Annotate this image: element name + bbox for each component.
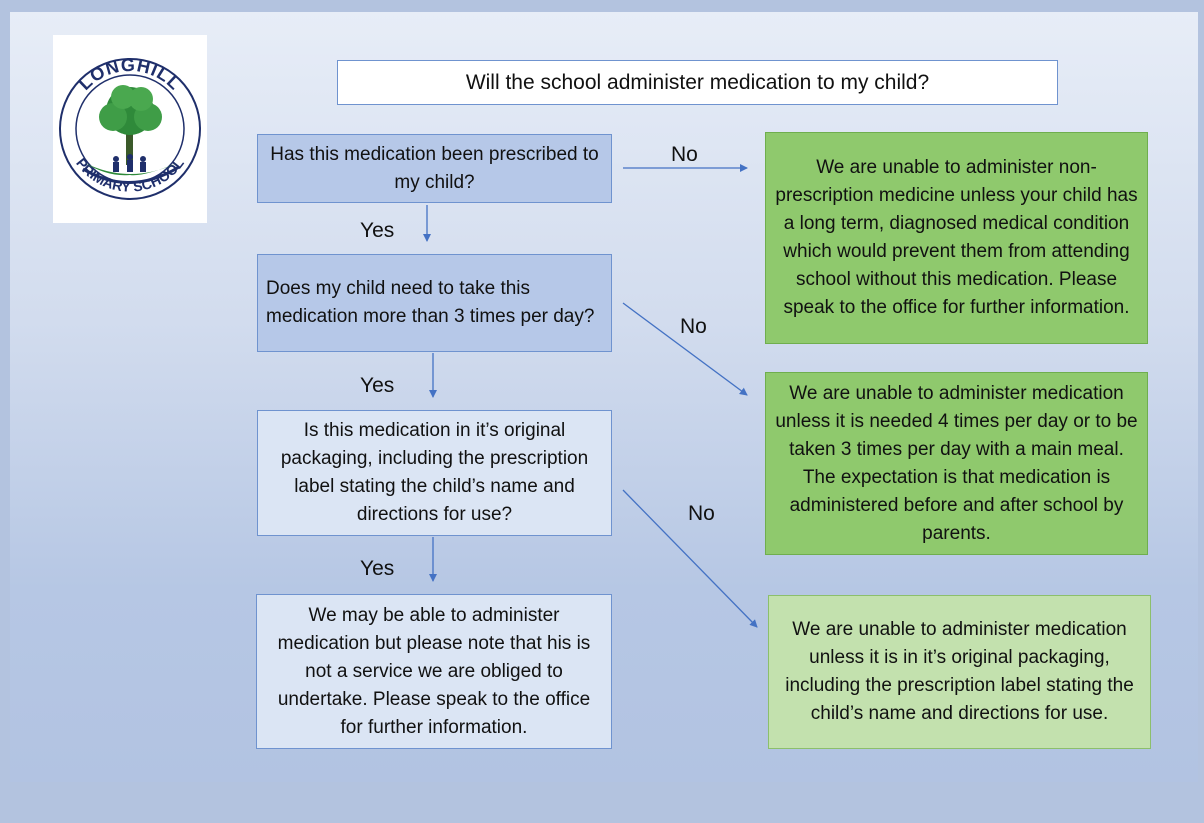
outcome-packaging: We are unable to administer medication u… xyxy=(768,595,1151,749)
page-title: Will the school administer medication to… xyxy=(337,60,1058,105)
outcome-non-prescription: We are unable to administer non-prescrip… xyxy=(765,132,1148,344)
outcome-may-administer: We may be able to administer medication … xyxy=(256,594,612,749)
label-no-1: No xyxy=(671,143,698,166)
label-no-2: No xyxy=(680,315,707,338)
question-prescribed: Has this medication been prescribed to m… xyxy=(257,134,612,203)
arrow-no-3 xyxy=(622,489,758,628)
arrow-no-2 xyxy=(622,302,748,396)
school-logo: LONGHILL PRIMARY SCHOOL xyxy=(53,35,207,223)
outcome-frequency: We are unable to administer medication u… xyxy=(765,372,1148,555)
label-yes-1: Yes xyxy=(360,219,395,242)
logo-emblem-icon: LONGHILL PRIMARY SCHOOL xyxy=(59,55,201,200)
question-packaging: Is this medication in it’s original pack… xyxy=(257,410,612,536)
label-yes-2: Yes xyxy=(360,374,395,397)
label-yes-3: Yes xyxy=(360,557,395,580)
label-no-3: No xyxy=(688,502,715,525)
question-frequency: Does my child need to take this medicati… xyxy=(257,254,612,352)
